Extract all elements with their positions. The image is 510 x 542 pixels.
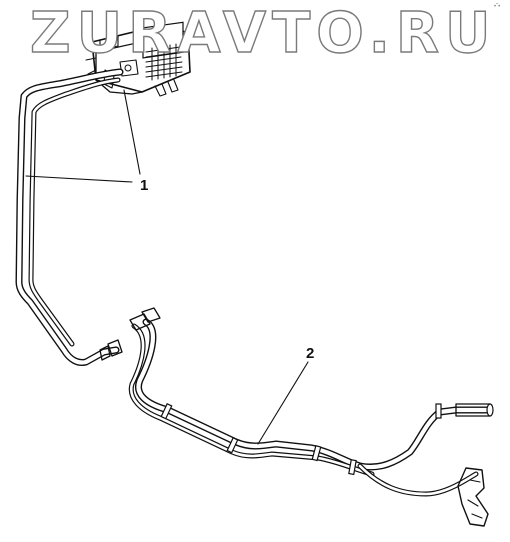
leader-lines <box>25 89 309 445</box>
callout-2: 2 <box>306 345 314 362</box>
hose-2-clips <box>160 403 442 476</box>
watermark-logo: ZURAVTO.RU <box>30 1 497 66</box>
callout-1: 1 <box>140 177 148 194</box>
corner-mark: •˜• <box>494 4 500 10</box>
hose-2 <box>128 307 494 527</box>
canister-grill <box>142 21 184 81</box>
hose-1 <box>15 68 124 366</box>
